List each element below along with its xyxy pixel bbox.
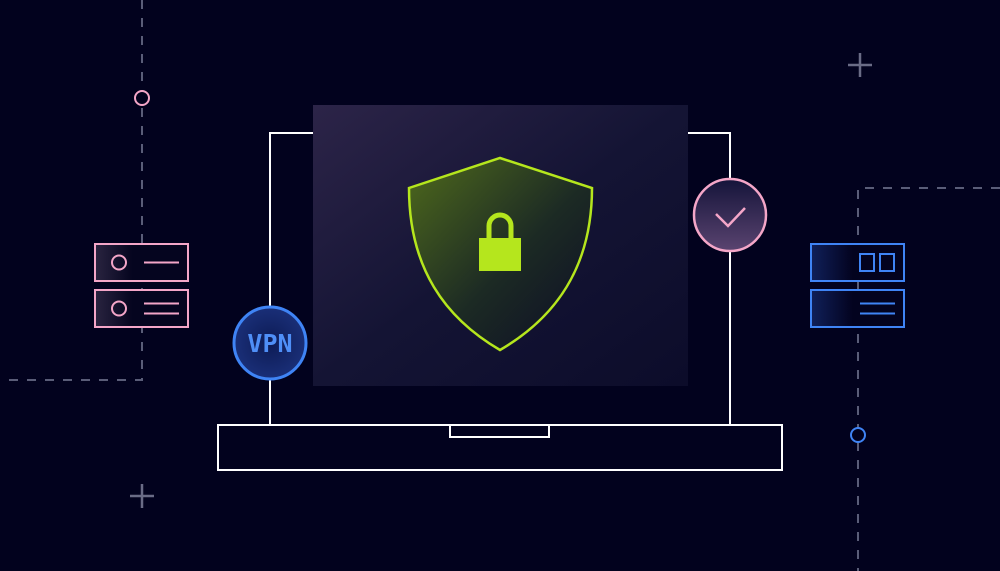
lock-body: [479, 238, 521, 271]
lock-shackle: [486, 212, 514, 241]
check-icon: [715, 207, 746, 228]
left-node-dot: [134, 90, 150, 106]
right-server-stack: [810, 243, 905, 328]
laptop-base: [217, 424, 783, 471]
server-led-icon: [111, 300, 127, 317]
server-led-icon: [111, 254, 127, 271]
server-port-icon: [859, 253, 875, 272]
right-node-dot: [850, 427, 866, 443]
server-port-icon: [879, 253, 895, 272]
plus-icon: [848, 53, 872, 77]
server-unit: [94, 289, 189, 328]
vpn-label: VPN: [247, 329, 292, 358]
left-dashed-connector: [0, 0, 143, 381]
check-badge: [692, 177, 768, 253]
server-unit: [810, 289, 905, 328]
vpn-badge: VPN: [232, 305, 308, 381]
server-unit: [810, 243, 905, 282]
left-server-stack: [94, 243, 189, 328]
plus-icon: [130, 484, 154, 508]
shield-lock-icon: [407, 156, 594, 352]
right-dashed-connector: [857, 187, 1000, 571]
